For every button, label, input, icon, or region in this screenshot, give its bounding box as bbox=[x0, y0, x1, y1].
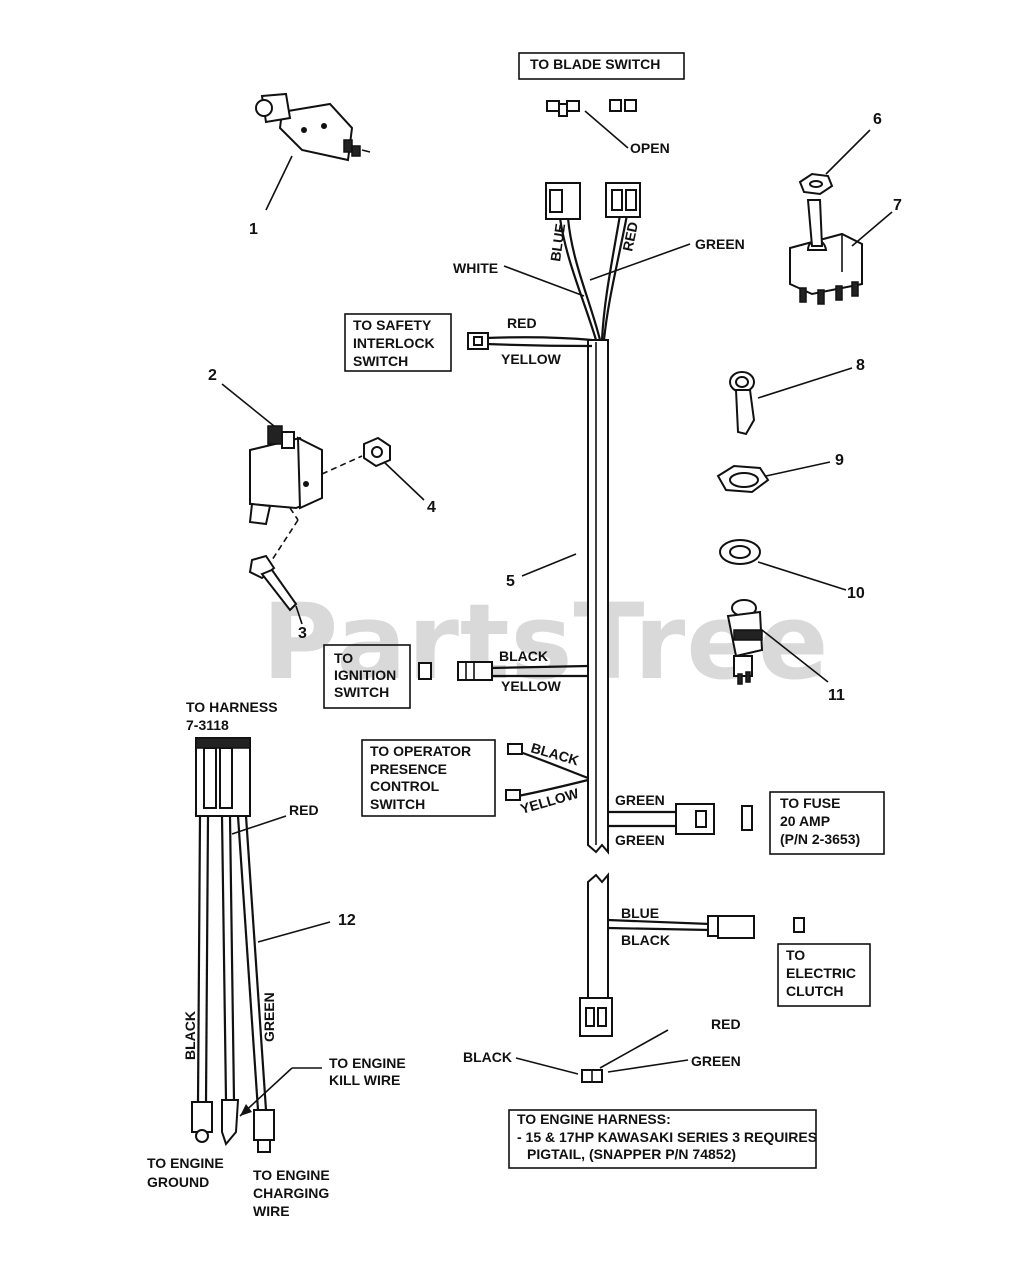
ground-terminal bbox=[191, 1101, 213, 1133]
wire-label-black-pigtail: BLACK bbox=[182, 1011, 198, 1060]
part-number-7: 7 bbox=[893, 197, 902, 214]
safety-switch-part-1 bbox=[255, 92, 371, 162]
blade-switch-box bbox=[518, 52, 685, 80]
clutch-label-line2: ELECTRIC bbox=[786, 965, 856, 981]
ignition-box bbox=[323, 644, 411, 709]
charging-label-line2: CHARGING bbox=[253, 1185, 329, 1201]
blade-switch-label: TO BLADE SWITCH bbox=[530, 56, 660, 72]
ignition-label-line2: IGNITION bbox=[334, 667, 396, 683]
safety-interlock-branch bbox=[467, 332, 593, 350]
engine-harness-connector bbox=[579, 997, 613, 1037]
harness-label-line2: 7-3118 bbox=[186, 717, 229, 733]
harness-label-line1: TO HARNESS bbox=[186, 699, 278, 715]
wire-label-green-engine: GREEN bbox=[691, 1053, 741, 1069]
part-number-9: 9 bbox=[835, 452, 844, 469]
charging-label-line1: TO ENGINE bbox=[253, 1167, 330, 1183]
blade-switch-wires bbox=[545, 182, 641, 341]
part-number-12: 12 bbox=[338, 912, 356, 929]
safety-label-line3: SWITCH bbox=[353, 353, 408, 369]
ignition-branch bbox=[418, 661, 589, 681]
wire-label-blue-clutch: BLUE bbox=[621, 905, 659, 921]
part-number-11: 11 bbox=[828, 687, 845, 704]
fuse-terminal bbox=[741, 805, 753, 831]
operator-presence-branch bbox=[505, 743, 589, 801]
ignition-label-line3: SWITCH bbox=[334, 684, 389, 700]
toggle-switch-part-7 bbox=[789, 199, 893, 305]
open-terminals bbox=[546, 99, 637, 149]
wire-label-green-pigtail: GREEN bbox=[261, 992, 277, 1042]
wire-label-blue-top: BLUE bbox=[547, 222, 568, 262]
fuse-branch bbox=[608, 803, 753, 835]
wire-label-yellow-safety: YELLOW bbox=[501, 351, 562, 367]
wire-label-red-top: RED bbox=[619, 220, 641, 252]
wire-label-white: WHITE bbox=[453, 260, 498, 276]
screw-part-3 bbox=[248, 554, 303, 625]
fuse-label-line2: 20 AMP bbox=[780, 813, 830, 829]
ignition-label-line1: TO bbox=[334, 650, 353, 666]
label-leaders bbox=[503, 243, 691, 577]
wire-label-yellow-ignition: YELLOW bbox=[501, 678, 562, 694]
panel-nut-part-9 bbox=[716, 461, 831, 494]
wire-label-green-top: GREEN bbox=[695, 236, 745, 252]
safety-label-line2: INTERLOCK bbox=[353, 335, 435, 351]
operator-presence-box bbox=[361, 739, 496, 817]
ignition-terminal bbox=[418, 662, 432, 680]
part-number-1: 1 bbox=[249, 221, 258, 238]
wire-label-red-engine: RED bbox=[711, 1016, 741, 1032]
operator-label-line3: CONTROL bbox=[370, 778, 440, 794]
clutch-label-line3: CLUTCH bbox=[786, 983, 844, 999]
charging-label-line3: WIRE bbox=[253, 1203, 290, 1219]
wire-label-red-pigtail: RED bbox=[289, 802, 319, 818]
part-number-8: 8 bbox=[856, 357, 865, 374]
wire-label-black-ignition: BLACK bbox=[499, 648, 548, 664]
part-number-3: 3 bbox=[298, 625, 307, 642]
engine-harness-terminals bbox=[515, 1029, 689, 1083]
safety-interlock-box bbox=[344, 313, 452, 372]
engine-harness-box bbox=[508, 1109, 817, 1169]
main-harness-sheath bbox=[587, 339, 609, 1001]
clutch-label-line1: TO bbox=[786, 947, 805, 963]
kill-label-line1: TO ENGINE bbox=[329, 1055, 406, 1071]
charging-terminal bbox=[253, 1109, 275, 1141]
part-number-10: 10 bbox=[847, 585, 865, 602]
key-part-8 bbox=[729, 367, 853, 436]
ignition-switch-part-11 bbox=[726, 599, 829, 685]
engine-harness-line3: PIGTAIL, (SNAPPER P/N 74852) bbox=[527, 1146, 736, 1162]
safety-label-line1: TO SAFETY bbox=[353, 317, 432, 333]
wire-label-black-engine: BLACK bbox=[463, 1049, 512, 1065]
part-number-2: 2 bbox=[208, 367, 217, 384]
ground-label-line2: GROUND bbox=[147, 1174, 209, 1190]
wire-label-red-safety: RED bbox=[507, 315, 537, 331]
nut-part-4 bbox=[363, 436, 425, 501]
operator-label-line4: SWITCH bbox=[370, 796, 425, 812]
open-label: OPEN bbox=[630, 140, 670, 156]
fuse-box bbox=[769, 791, 885, 855]
washer-part-10 bbox=[719, 539, 847, 591]
fuse-label-line1: TO FUSE bbox=[780, 795, 840, 811]
clutch-branch bbox=[579, 915, 805, 1037]
operator-label-line1: TO OPERATOR bbox=[370, 743, 471, 759]
engine-harness-line1: TO ENGINE HARNESS: bbox=[517, 1111, 671, 1127]
part-number-6: 6 bbox=[873, 111, 882, 128]
hex-nut-part-6 bbox=[798, 129, 871, 196]
plunger-switch-part-2 bbox=[221, 383, 363, 561]
wire-label-green-fuse-bottom: GREEN bbox=[615, 832, 665, 848]
clutch-connector bbox=[717, 915, 755, 939]
operator-label-line2: PRESENCE bbox=[370, 761, 447, 777]
part-number-5: 5 bbox=[506, 573, 515, 590]
clutch-box bbox=[777, 943, 871, 1007]
clutch-terminal bbox=[793, 917, 805, 933]
wire-label-black-clutch: BLACK bbox=[621, 932, 670, 948]
wire-label-green-fuse-top: GREEN bbox=[615, 792, 665, 808]
pigtail-harness-part-12 bbox=[191, 737, 331, 1153]
part-number-4: 4 bbox=[427, 499, 436, 516]
kill-terminal bbox=[221, 1099, 240, 1147]
fuse-label-line3: (P/N 2-3653) bbox=[780, 831, 860, 847]
ground-label-line1: TO ENGINE bbox=[147, 1155, 224, 1171]
kill-label-line2: KILL WIRE bbox=[329, 1072, 400, 1088]
engine-harness-line2: - 15 & 17HP KAWASAKI SERIES 3 REQUIRES bbox=[517, 1129, 817, 1145]
